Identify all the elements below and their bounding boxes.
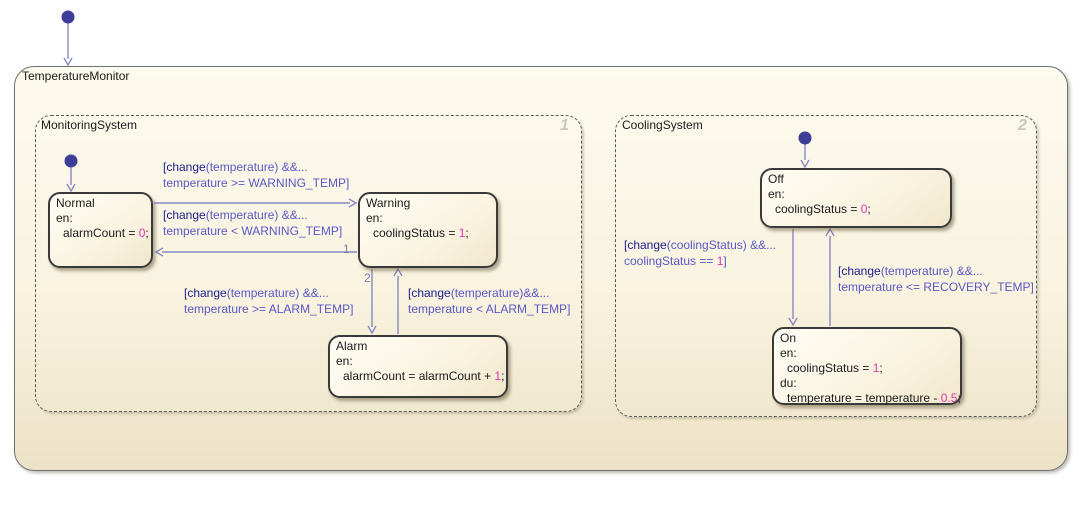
region-cooling-label: CoolingSystem	[622, 118, 703, 132]
arrowhead-icon	[66, 183, 76, 193]
region-cooling-system[interactable]	[615, 115, 1037, 417]
initial-state-dot[interactable]	[798, 131, 812, 145]
state-off[interactable]: Off en: coolingStatus = 0;	[760, 168, 952, 228]
state-on[interactable]: On en: coolingStatus = 1; du: temperatur…	[772, 327, 962, 405]
condition-line: temperature < WARNING_TEMP]	[163, 223, 343, 238]
state-off-title: Off	[768, 172, 784, 186]
region-monitoring-order-badge: 1	[560, 117, 569, 134]
state-on-du-label: du:	[780, 376, 797, 390]
condition-line: [change(temperature)&&...	[408, 286, 550, 300]
arrowhead-icon	[63, 57, 73, 67]
arrowhead-icon	[154, 247, 164, 257]
initial-state-dot[interactable]	[61, 10, 75, 24]
chart-title: TemperatureMonitor	[22, 69, 130, 83]
arrowhead-icon	[825, 227, 835, 237]
state-alarm-en-label: en:	[336, 354, 353, 368]
condition-line: [change(temperature) &&...	[838, 264, 983, 278]
condition-line: temperature >= ALARM_TEMP]	[184, 301, 354, 316]
transition-label-warning-to-alarm[interactable]: [change(temperature) &&... temperature >…	[184, 286, 353, 317]
transition-label-warning-to-normal[interactable]: [change(temperature) &&... temperature <…	[163, 208, 342, 239]
transition-label-normal-to-warning[interactable]: [change(temperature) &&... temperature >…	[163, 160, 349, 191]
transition-warning-to-alarm[interactable]	[367, 269, 377, 335]
initial-state-dot[interactable]	[64, 154, 78, 168]
arrowhead-icon	[393, 267, 403, 277]
transition-label-off-to-on[interactable]: [change(coolingStatus) &&... coolingStat…	[624, 238, 776, 269]
condition-line: temperature <= RECOVERY_TEMP]	[838, 279, 1034, 294]
condition-line: temperature < ALARM_TEMP]	[408, 301, 571, 316]
default-transition-cooling[interactable]	[798, 131, 812, 169]
state-on-entry-action: coolingStatus = 1;	[787, 361, 883, 375]
state-on-title: On	[780, 331, 797, 345]
arrowhead-icon	[367, 325, 377, 335]
transition-label-alarm-to-warning[interactable]: [change(temperature)&&... temperature < …	[408, 286, 570, 317]
condition-line: [change(temperature) &&...	[163, 208, 308, 222]
transition-alarm-to-warning[interactable]	[393, 267, 403, 334]
condition-line: coolingStatus == 1]	[624, 253, 727, 268]
region-monitoring-label: MonitoringSystem	[41, 118, 138, 132]
state-normal-action: alarmCount = 0;	[63, 226, 149, 240]
state-warning-en-label: en:	[366, 211, 383, 225]
transition-label-on-to-off[interactable]: [change(temperature) &&... temperature <…	[838, 264, 1034, 295]
default-transition-monitoring[interactable]	[64, 154, 78, 193]
arrowhead-icon	[788, 317, 798, 327]
region-monitoring-system[interactable]	[35, 115, 582, 412]
default-transition-chart[interactable]	[61, 10, 75, 67]
transition-order-warning-to-normal[interactable]: 1	[343, 242, 350, 256]
condition-line: [change(temperature) &&...	[163, 160, 308, 174]
state-off-en-label: en:	[768, 187, 785, 201]
transition-on-to-off[interactable]	[825, 227, 835, 326]
condition-line: temperature >= WARNING_TEMP]	[163, 175, 350, 190]
transition-order-warning-to-alarm[interactable]: 2	[364, 271, 371, 285]
arrowhead-icon	[800, 159, 810, 169]
state-warning-action: coolingStatus = 1;	[373, 226, 469, 240]
condition-line: [change(coolingStatus) &&...	[624, 238, 777, 252]
transition-off-to-on[interactable]	[788, 229, 798, 327]
state-normal[interactable]: Normal en: alarmCount = 0;	[48, 192, 153, 268]
state-warning-title: Warning	[366, 196, 411, 210]
transition-normal-to-warning[interactable]	[154, 198, 358, 208]
region-cooling-order-badge: 2	[1018, 117, 1027, 134]
state-normal-title: Normal	[56, 196, 95, 210]
state-on-en-label: en:	[780, 346, 797, 360]
state-alarm-action: alarmCount = alarmCount + 1;	[343, 369, 505, 383]
state-off-action: coolingStatus = 0;	[775, 202, 871, 216]
state-on-during-action: temperature = temperature - 0.5;	[787, 391, 961, 405]
condition-line: [change(temperature) &&...	[184, 286, 329, 300]
state-alarm[interactable]: Alarm en: alarmCount = alarmCount + 1;	[328, 335, 508, 398]
transition-warning-to-normal[interactable]	[154, 247, 357, 257]
state-normal-en-label: en:	[56, 211, 73, 225]
arrowhead-icon	[348, 198, 358, 208]
state-warning[interactable]: Warning en: coolingStatus = 1;	[358, 192, 498, 268]
state-alarm-title: Alarm	[336, 339, 368, 353]
